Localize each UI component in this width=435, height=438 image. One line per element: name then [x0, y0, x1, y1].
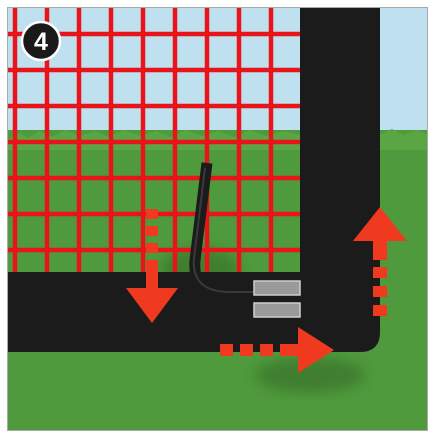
bent-rod — [189, 162, 300, 302]
dashed-arrow-up-icon — [353, 207, 407, 316]
shadow — [255, 357, 365, 393]
dashed-arrow-down-icon — [126, 209, 178, 323]
dashed-arrow-right-icon — [220, 327, 334, 373]
frame-clip — [253, 302, 301, 318]
bent-rod-highlight — [192, 167, 300, 293]
image-border — [7, 7, 428, 431]
frame-clip — [253, 280, 301, 296]
step-number-badge: 4 — [20, 20, 62, 62]
step-number: 4 — [34, 28, 48, 56]
